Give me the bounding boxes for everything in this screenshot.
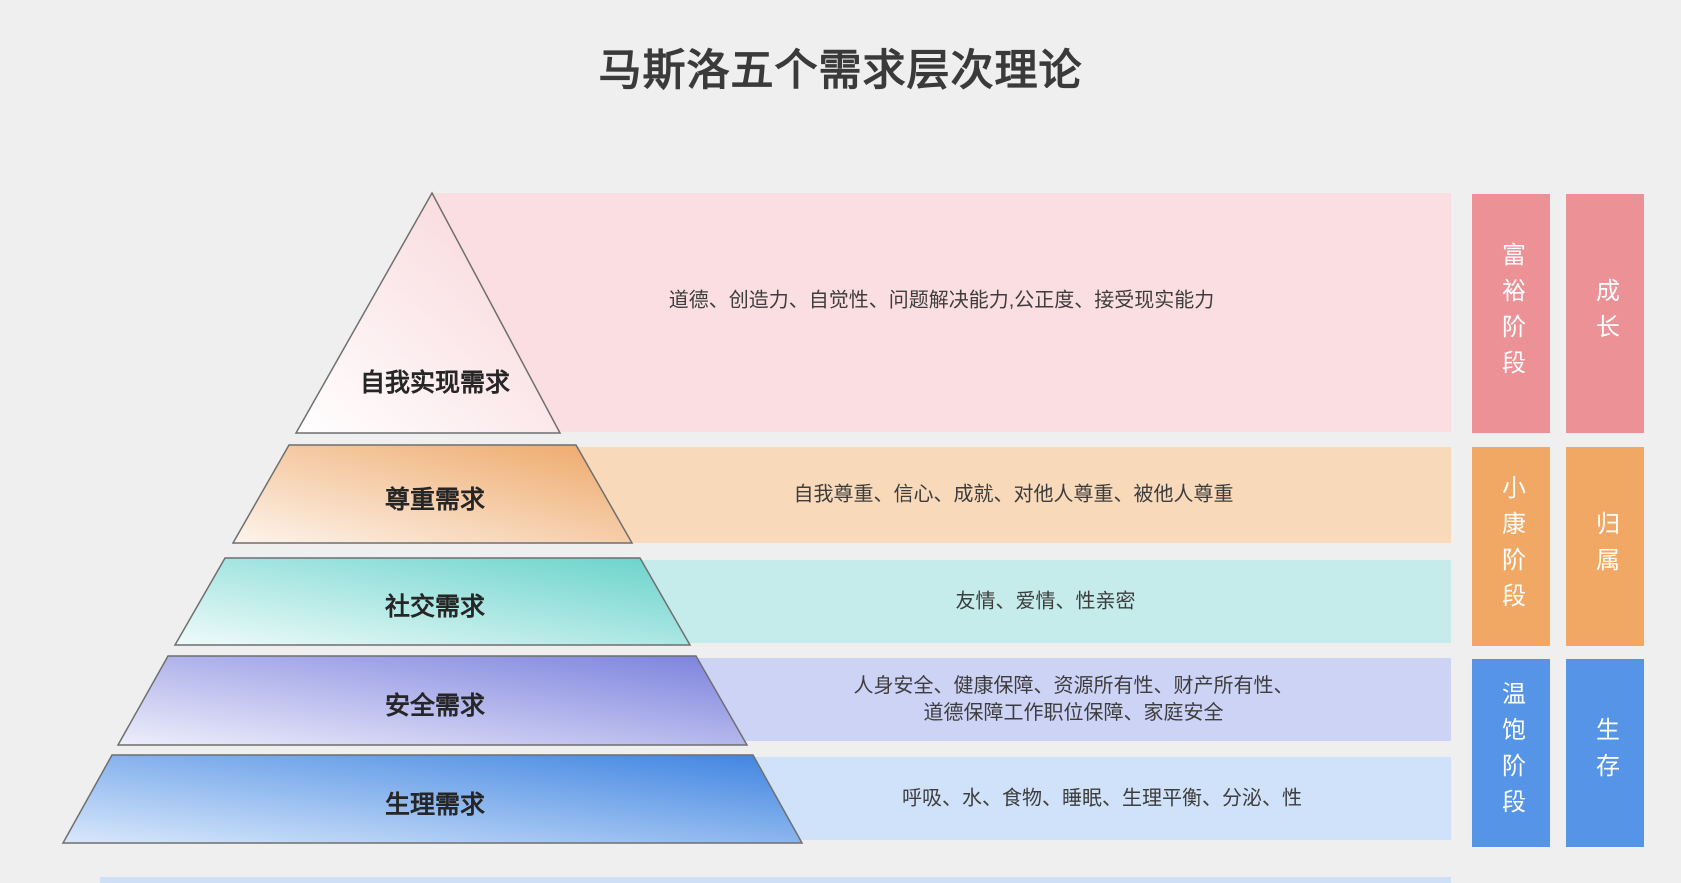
pyramid-level-self-actualization-shape <box>294 191 562 434</box>
pyramid-level-social-shape <box>173 557 692 646</box>
category-cell-survival-label: 生存 <box>1591 717 1619 789</box>
stage-cell-well-off: 小康阶段 <box>1472 447 1550 646</box>
band-self-actualization-description: 道德、创造力、自觉性、问题解决能力,公正度、接受现实能力 <box>668 289 1215 312</box>
category-cell-growth: 成长 <box>1566 194 1644 433</box>
category-cell-growth-label: 成长 <box>1591 277 1619 350</box>
level-label-self-actualization: 自我实现需求 <box>359 369 510 397</box>
pyramid-level-physiological-shape <box>61 754 804 844</box>
page-title: 马斯洛五个需求层次理论 <box>598 47 1083 95</box>
pyramid-level-esteem-shape <box>231 444 634 544</box>
level-label-physiological: 生理需求 <box>384 791 485 819</box>
category-cell-belonging-label: 归属 <box>1591 510 1619 583</box>
pyramid-level-safety-shape <box>116 655 749 746</box>
stage-cell-well-off-label: 小康阶段 <box>1497 474 1525 619</box>
band-safety-description-line1: 人身安全、健康保障、资源所有性、财产所有性、 <box>853 674 1294 697</box>
clipped-next-section-sliver <box>100 877 1451 883</box>
band-physiological-description: 呼吸、水、食物、睡眠、生理平衡、分泌、性 <box>902 787 1302 809</box>
stage-cell-subsistence-label: 温饱阶段 <box>1497 681 1525 825</box>
band-esteem-description: 自我尊重、信心、成就、对他人尊重、被他人尊重 <box>793 483 1234 506</box>
level-label-social: 社交需求 <box>384 593 485 621</box>
band-social-description: 友情、爱情、性亲密 <box>955 590 1136 612</box>
category-cell-survival: 生存 <box>1566 659 1644 847</box>
band-safety-description-line2: 道德保障工作职位保障、家庭安全 <box>923 701 1224 724</box>
band-safety-description: 人身安全、健康保障、资源所有性、财产所有性、 道德保障工作职位保障、家庭安全 <box>696 673 1451 727</box>
category-cell-belonging: 归属 <box>1566 447 1644 646</box>
stage-cell-wealthy-label: 富裕阶段 <box>1497 241 1525 386</box>
level-label-safety: 安全需求 <box>384 692 485 720</box>
level-label-esteem: 尊重需求 <box>384 486 485 514</box>
stage-cell-wealthy: 富裕阶段 <box>1472 194 1550 433</box>
stage-cell-subsistence: 温饱阶段 <box>1472 659 1550 847</box>
band-self-actualization: 道德、创造力、自觉性、问题解决能力,公正度、接受现实能力 <box>430 193 1451 432</box>
